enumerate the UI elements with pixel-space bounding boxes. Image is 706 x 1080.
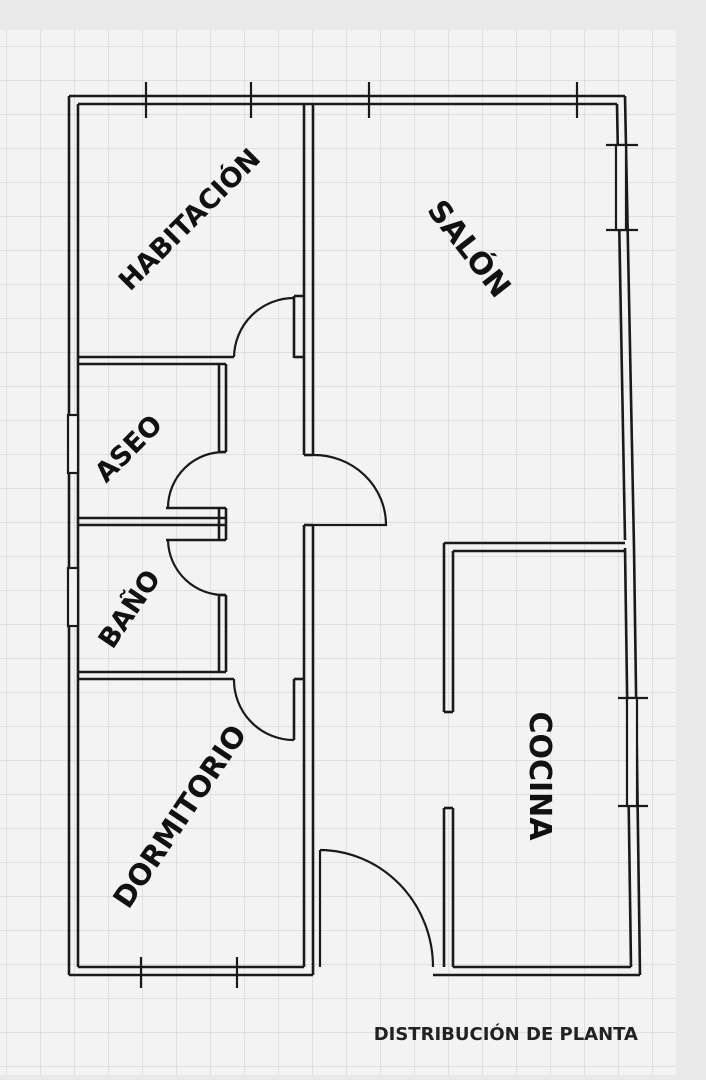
plan-caption: DISTRIBUCIÓN DE PLANTA — [374, 1023, 638, 1045]
room-label-cocina: COCINA — [522, 711, 557, 841]
walls — [67, 94, 642, 977]
doors — [166, 296, 435, 968]
windows — [66, 82, 648, 988]
grid-lines — [0, 30, 676, 1075]
